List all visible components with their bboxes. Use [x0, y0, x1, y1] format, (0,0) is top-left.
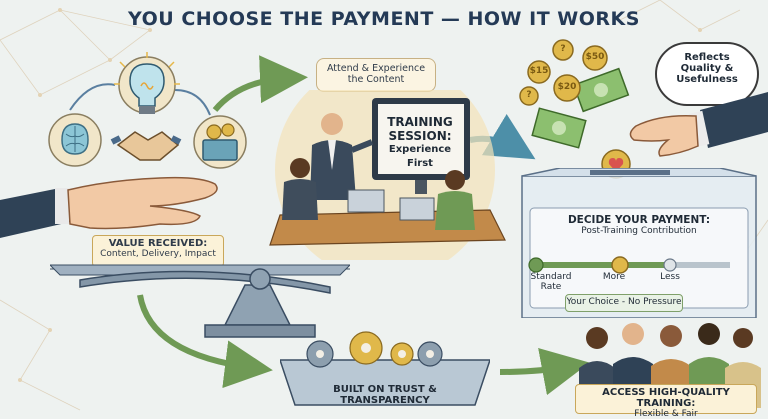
laptop-icon	[347, 189, 385, 213]
arrow-to-training	[212, 55, 308, 112]
attendee-woman-figure	[282, 158, 318, 220]
value-received-title: VALUE RECEIVED:	[108, 238, 208, 249]
payment-box	[521, 168, 757, 318]
coin-label-5: ?	[526, 90, 532, 100]
page-title: YOU CHOOSE THE PAYMENT — HOW IT WORKS	[128, 8, 640, 30]
option-standard-rate[interactable]: Standard Rate	[530, 272, 572, 292]
reflects-cloud: Reflects Quality & Usefulness	[655, 42, 759, 106]
attendee-man-figure	[435, 170, 475, 230]
slider-standard-knob	[528, 257, 544, 273]
attend-callout: Attend & Experience the Content	[316, 58, 436, 92]
access-title: ACCESS HIGH-QUALITY TRAINING:	[602, 387, 730, 409]
balance-scale	[50, 264, 350, 338]
attend-callout-line1: Attend & Experience	[326, 63, 426, 74]
monitor-screen-text: TRAINING SESSION: Experience First	[375, 115, 465, 171]
brain-icon	[48, 113, 102, 167]
idea-icons-group	[48, 52, 247, 169]
attend-callout-line2: the Content	[347, 74, 405, 85]
reflects-line3: Usefulness	[676, 74, 738, 85]
slider-selected-knob	[611, 256, 629, 274]
banknote-icon	[531, 67, 630, 149]
value-received-subtitle: Content, Delivery, Impact	[100, 249, 216, 259]
screen-line2: SESSION:	[388, 129, 452, 143]
slider-less-knob	[663, 258, 677, 272]
coin-label-3: $50	[585, 52, 605, 62]
decide-payment-panel: DECIDE YOUR PAYMENT: Post-Training Contr…	[530, 214, 748, 236]
lightbulb-icon	[114, 52, 180, 114]
hand-with-coin-icon	[601, 92, 768, 179]
value-received-box: VALUE RECEIVED: Content, Delivery, Impac…	[92, 235, 224, 267]
money-and-coins	[519, 39, 630, 149]
arrow-to-access	[499, 347, 590, 396]
decide-subtitle: Post-Training Contribution	[581, 226, 697, 236]
presenter-figure	[310, 113, 374, 200]
decide-title: DECIDE YOUR PAYMENT:	[567, 214, 711, 226]
gears-toolbox-icon	[193, 115, 247, 169]
coin-label-1: ?	[560, 44, 566, 54]
no-pressure-pill: Your Choice - No Pressure	[565, 294, 683, 312]
open-hand-icon	[0, 176, 218, 238]
option-less[interactable]: Less	[660, 272, 680, 282]
screen-line3: Experience First	[388, 144, 452, 169]
reflects-line2: Quality &	[680, 63, 734, 74]
trust-label: BUILT ON TRUST & TRANSPARENCY	[333, 384, 437, 406]
arrow-to-trust	[137, 294, 273, 389]
access-subtitle: Flexible & Fair	[634, 409, 698, 419]
training-scene	[269, 90, 506, 260]
coin-icon	[519, 39, 608, 106]
laptop-icon-2	[399, 197, 435, 221]
option-more[interactable]: More	[602, 272, 626, 282]
coin-label-4: $20	[557, 82, 577, 92]
coin-label-2: $15	[529, 66, 549, 76]
trust-gears-platform	[280, 331, 490, 406]
handshake-icon	[110, 131, 182, 161]
access-training-box: ACCESS HIGH-QUALITY TRAINING: Flexible &…	[575, 384, 757, 419]
screen-line1: TRAINING	[387, 115, 453, 129]
reflects-line1: Reflects	[684, 52, 730, 63]
